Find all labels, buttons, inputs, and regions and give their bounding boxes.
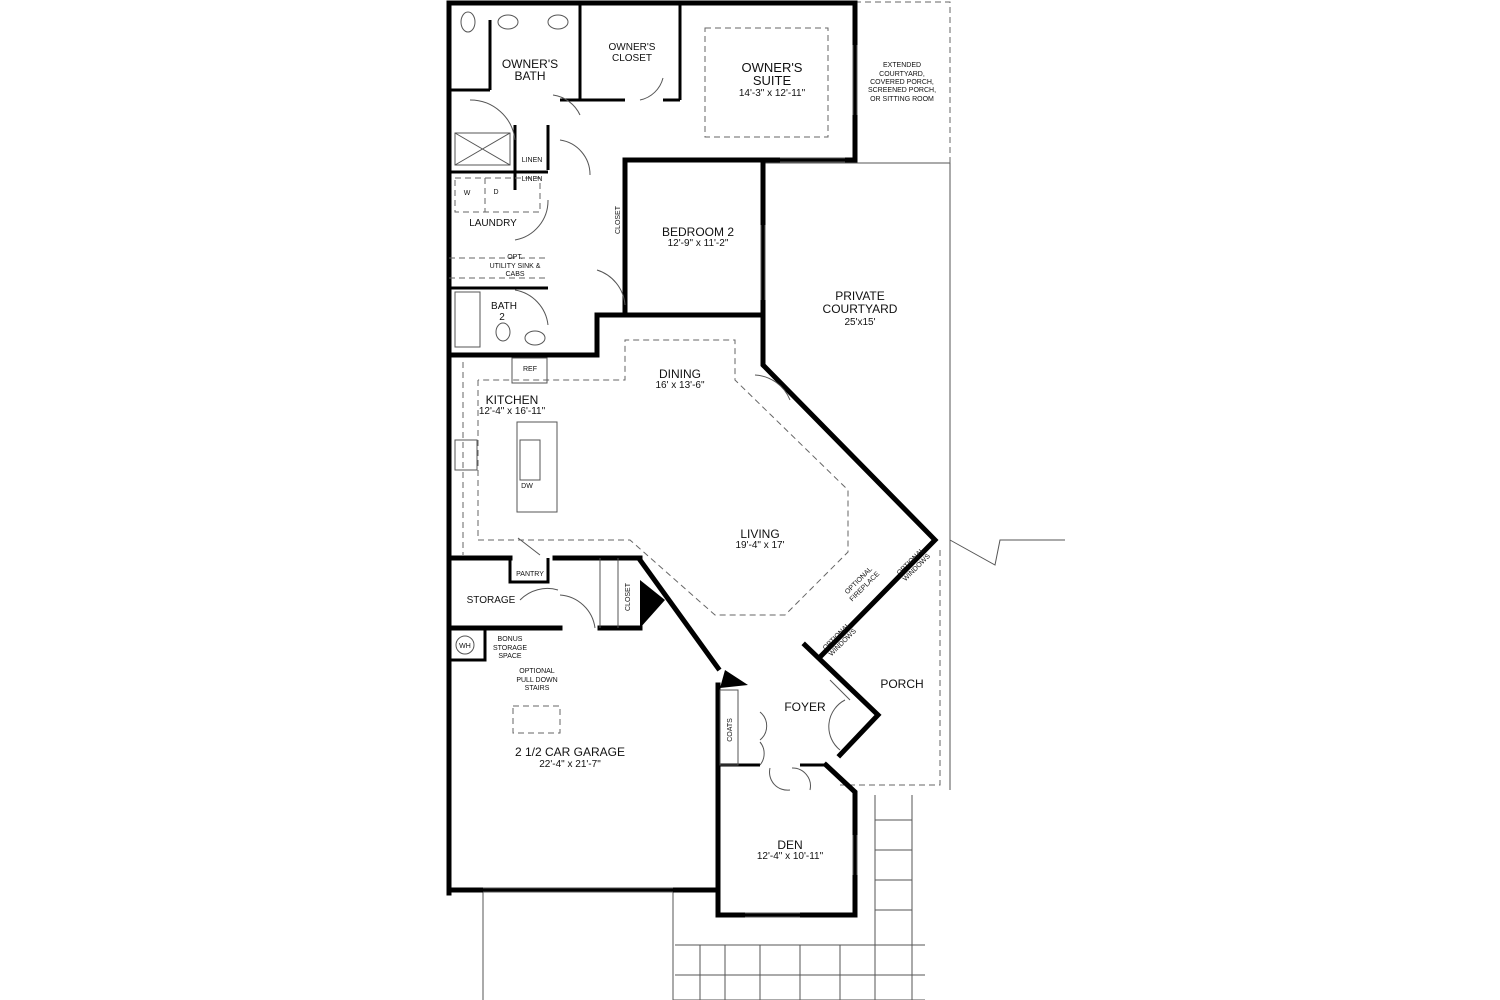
- owners-bath-label: OWNER'S: [502, 57, 558, 71]
- bonus-storage-label: BONUS: [498, 636, 523, 643]
- living-size: 19'-4" x 17': [735, 540, 784, 551]
- pull-down-stairs-label: OPTIONAL: [519, 668, 555, 675]
- pull-down-stairs-label-3: STAIRS: [525, 685, 550, 692]
- linen-label-2: LINEN: [522, 176, 543, 183]
- pantry-label: PANTRY: [516, 571, 544, 578]
- dining-size: 16' x 13'-6": [655, 380, 705, 391]
- bedroom2-size: 12'-9" x 11'-2": [668, 238, 729, 249]
- utility-note-2: UTILITY SINK &: [490, 263, 541, 270]
- dining-label: DINING: [659, 367, 701, 381]
- extended-note-5: OR SITTING ROOM: [870, 96, 934, 103]
- walls: [446, 0, 939, 918]
- den-size: 12'-4" x 10'-11": [757, 851, 824, 862]
- dryer-label: D: [493, 189, 498, 196]
- dishwasher-label: DW: [521, 483, 533, 490]
- bedroom2-label: BEDROOM 2: [662, 225, 734, 239]
- owners-bath-label-2: BATH: [514, 69, 545, 83]
- walkway: [482, 795, 925, 1000]
- den-label: DEN: [777, 838, 802, 852]
- ceiling-outlines: [449, 27, 849, 734]
- coats-label: COATS: [727, 718, 734, 742]
- washer-label: W: [464, 190, 471, 197]
- bath2-label-2: 2: [499, 312, 505, 323]
- courtyard-outline: [763, 1, 1065, 790]
- laundry-label: LAUNDRY: [469, 218, 517, 229]
- pull-down-stairs-label-2: PULL DOWN: [516, 677, 557, 684]
- fixtures: [454, 11, 846, 791]
- extended-note-4: SCREENED PORCH,: [868, 87, 936, 94]
- water-heater-label: WH: [459, 643, 471, 650]
- owners-suite-label: OWNER'S: [742, 60, 803, 75]
- owners-suite-size: 14'-3" x 12'-11": [739, 88, 806, 99]
- utility-note-3: CABS: [505, 271, 524, 278]
- storage-label: STORAGE: [467, 595, 516, 606]
- bath2-label: BATH: [491, 301, 517, 312]
- ref-label: REF: [523, 366, 537, 373]
- closet-label: CLOSET: [625, 582, 632, 611]
- courtyard-label: PRIVATE: [835, 289, 885, 303]
- bonus-storage-label-3: SPACE: [498, 653, 522, 660]
- owners-closet-label: OWNER'S: [609, 42, 656, 53]
- owners-closet-label-2: CLOSET: [612, 53, 652, 64]
- kitchen-label: KITCHEN: [486, 393, 539, 407]
- bonus-storage-label-2: STORAGE: [493, 645, 527, 652]
- extended-note-3: COVERED PORCH,: [870, 79, 934, 86]
- garage-label: 2 1/2 CAR GARAGE: [515, 745, 625, 759]
- linen-label-1: LINEN: [522, 157, 543, 164]
- utility-note-1: OPT.: [507, 254, 523, 261]
- kitchen-size: 12'-4" x 16'-11": [479, 406, 546, 417]
- bedroom2-closet-label: CLOSET: [615, 205, 622, 234]
- courtyard-label-2: COURTYARD: [823, 302, 898, 316]
- courtyard-size: 25'x15': [844, 317, 875, 328]
- extended-note-2: COURTYARD,: [879, 71, 925, 78]
- windows: [483, 45, 858, 918]
- porch-label: PORCH: [880, 677, 923, 691]
- garage-size: 22'-4" x 21'-7": [539, 759, 601, 770]
- owners-suite-label-2: SUITE: [753, 73, 792, 88]
- foyer-label: FOYER: [784, 700, 826, 714]
- living-label: LIVING: [740, 527, 779, 541]
- extended-note-1: EXTENDED: [883, 62, 921, 69]
